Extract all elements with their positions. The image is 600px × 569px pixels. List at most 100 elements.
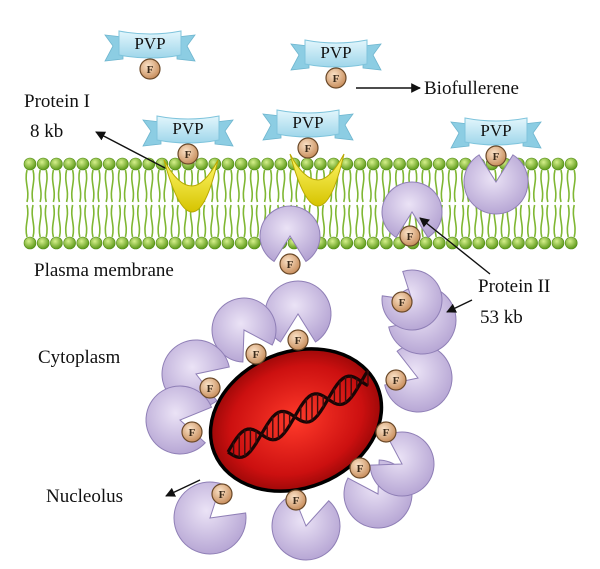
fullerene-letter: F xyxy=(393,375,400,387)
lipid-tail xyxy=(342,204,346,238)
lipid-head xyxy=(353,157,367,171)
lipid-tail xyxy=(123,169,128,203)
purple-pacman-icon xyxy=(145,385,213,455)
ribbon-banner-icon xyxy=(464,117,528,146)
lipid-tail xyxy=(262,169,267,203)
lipid-head xyxy=(63,236,76,250)
lipid-head xyxy=(248,157,261,171)
lipid-head xyxy=(459,236,472,250)
fullerene-marker: F xyxy=(279,253,301,275)
protein-two-arrow-lower xyxy=(446,299,473,313)
lipid-head xyxy=(525,236,538,250)
lipid-head xyxy=(23,157,37,171)
lipid-tail xyxy=(334,204,339,238)
lipid-head xyxy=(89,157,103,171)
lipid-head xyxy=(248,236,261,250)
lipid-tail xyxy=(78,204,82,238)
lipid-tail xyxy=(460,204,465,238)
lipid-tail xyxy=(136,169,141,203)
lipid-head xyxy=(551,236,565,250)
lipid-tail xyxy=(519,204,524,238)
fullerene-marker: F xyxy=(287,329,309,351)
lipid-tail xyxy=(130,204,135,238)
lipid-tail xyxy=(110,169,114,203)
fullerene-letter: F xyxy=(383,427,390,439)
fullerene-marker: F xyxy=(181,421,203,443)
purple-pacman-icon xyxy=(259,205,321,263)
lipid-tail xyxy=(532,204,537,238)
lipid-tail xyxy=(150,204,154,238)
lipid-head xyxy=(498,236,512,250)
lipid-tail xyxy=(361,169,365,203)
lipid-tail xyxy=(176,204,180,238)
lipid-tail xyxy=(255,204,260,238)
lipid-tail xyxy=(57,204,62,238)
lipid-head xyxy=(155,236,169,250)
lipid-tail xyxy=(236,204,240,238)
circle-ball-icon xyxy=(349,457,371,479)
circle-ball-icon xyxy=(285,489,307,511)
lipid-tail xyxy=(70,169,75,203)
purple-pacman-icon xyxy=(173,481,247,555)
fullerene-letter: F xyxy=(287,259,294,271)
pvp-label: PVP xyxy=(480,121,511,140)
protein-one-label: Protein I xyxy=(24,91,90,112)
circle-ball-icon xyxy=(375,421,397,443)
lipid-tail xyxy=(355,169,359,203)
lipid-tail xyxy=(44,204,48,238)
fullerene-marker: F xyxy=(211,483,233,505)
lipid-tail xyxy=(453,204,458,238)
lipid-head xyxy=(63,157,76,171)
lipid-tail xyxy=(44,169,48,203)
lipid-head xyxy=(380,157,393,171)
lipid-tail xyxy=(559,204,563,238)
lipid-tail xyxy=(38,204,42,238)
lipid-head xyxy=(50,157,63,171)
pvp-banner: PVP F xyxy=(142,115,234,165)
lipid-tail xyxy=(540,204,544,238)
lipid-tail xyxy=(553,169,557,203)
lipid-tail xyxy=(236,169,240,203)
circle-ball-icon xyxy=(485,145,507,167)
protein-two-size-label: 53 kb xyxy=(480,307,523,328)
lipid-head xyxy=(485,236,499,250)
lipid-head xyxy=(366,157,380,171)
lipid-tail xyxy=(31,204,35,238)
lipid-tail xyxy=(150,169,154,203)
lipid-tail xyxy=(64,204,69,238)
lipid-head xyxy=(89,236,103,250)
lipid-tail xyxy=(540,169,544,203)
fullerene-letter: F xyxy=(253,349,260,361)
lipid-tail xyxy=(38,169,42,203)
lipid-tail xyxy=(130,169,135,203)
fullerene-letter: F xyxy=(185,149,192,161)
lipid-tail xyxy=(64,169,69,203)
fullerene-letter: F xyxy=(219,489,226,501)
lipid-tail xyxy=(566,169,570,203)
pvp-label: PVP xyxy=(172,119,203,138)
lipid-head xyxy=(76,236,90,250)
lipid-tail xyxy=(144,204,148,238)
fullerene-letter: F xyxy=(399,297,406,309)
lipid-head xyxy=(551,157,565,171)
lipid-head xyxy=(116,157,129,171)
lipid-tail xyxy=(447,169,452,203)
lipid-tail xyxy=(144,169,148,203)
circle-ball-icon xyxy=(245,343,267,365)
lipid-head xyxy=(314,157,327,171)
lipid-tail xyxy=(447,204,452,238)
lipid-head xyxy=(168,157,182,171)
lipid-tail xyxy=(170,204,174,238)
lipid-tail xyxy=(97,204,101,238)
lipid-tail xyxy=(104,169,108,203)
lipid-tail xyxy=(368,204,372,238)
fullerene-letter: F xyxy=(293,495,300,507)
lipid-tail xyxy=(276,169,280,203)
lipid-head xyxy=(76,157,90,171)
lipid-tail xyxy=(78,169,82,203)
lipid-tail xyxy=(229,204,233,238)
lipid-head xyxy=(300,157,314,171)
lipid-tail xyxy=(546,204,550,238)
lipid-tail xyxy=(97,169,101,203)
